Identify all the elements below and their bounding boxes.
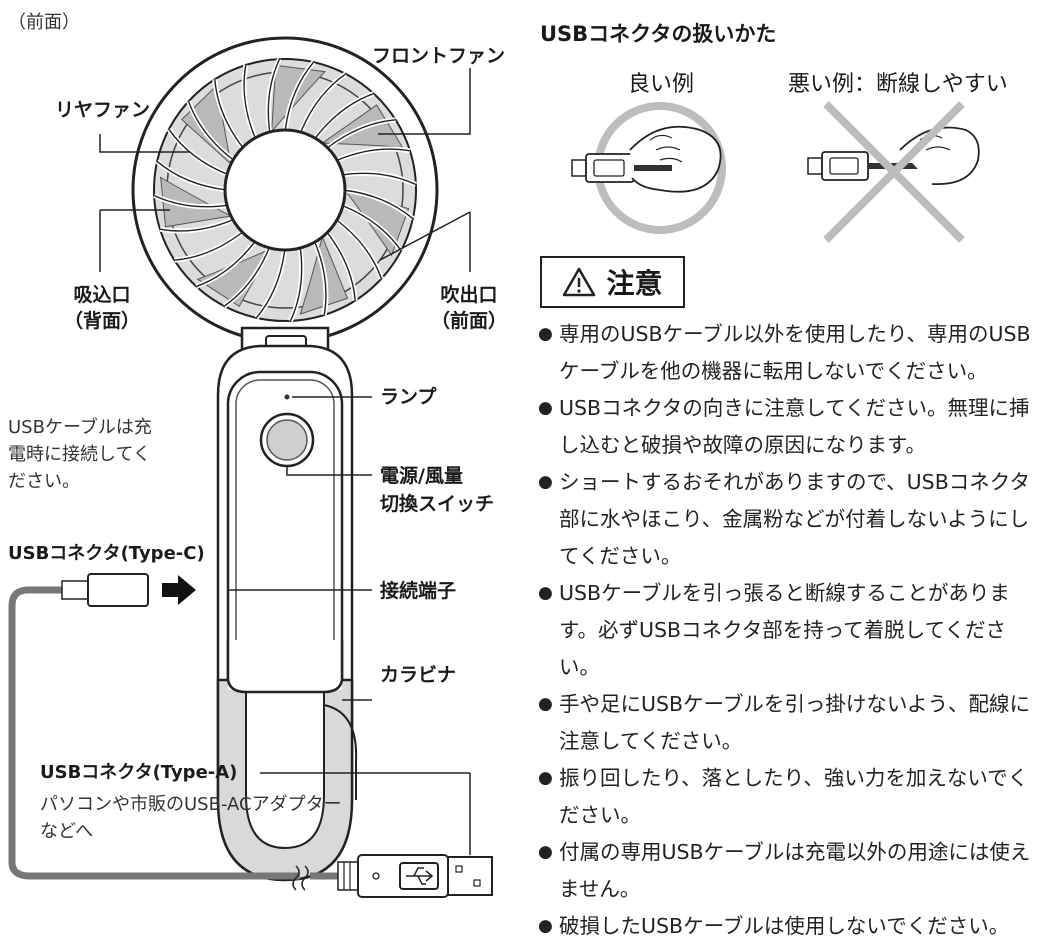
grille-spoke: [342, 189, 414, 220]
caution-item: ショートするおそれがありますので、USBコネクタ部に水やほこり、金属粉などが付着…: [538, 464, 1038, 575]
grille-spoke: [313, 239, 327, 316]
grille-spoke: [187, 101, 236, 162]
fan-diagram: [8, 36, 980, 898]
grille-spoke: [159, 218, 236, 232]
grille-spoke: [168, 128, 230, 176]
caution-item: 手や足にUSBケーブルを引っ掛けないよう、配線に注意してください。: [538, 686, 1038, 760]
grille-spoke: [284, 61, 315, 133]
grille-spoke: [174, 230, 245, 261]
fan-head: [131, 36, 439, 344]
caution-item: 振り回したり、落としたり、強い力を加えないでください。: [538, 760, 1038, 834]
grille-spoke: [223, 245, 271, 307]
grille-spoke: [325, 119, 396, 150]
fan-blade: [196, 247, 273, 308]
grille-spoke: [313, 92, 374, 141]
grille-spoke: [255, 247, 286, 319]
grille-spoke: [196, 239, 257, 288]
type-a-note-line: などへ: [40, 821, 94, 842]
front-fan-label: フロントファン: [372, 45, 506, 67]
charging-note-line: ださい。: [8, 471, 80, 492]
arrow-right-icon: [162, 575, 196, 605]
caution-item: USBコネクタの向きに注意してください。無理に挿し込むと破損や故障の原因になりま…: [538, 390, 1038, 464]
grille-spoke: [214, 79, 245, 150]
terminal-label: 接続端子: [380, 580, 457, 602]
rear-fan-label: リヤファン: [55, 99, 151, 121]
carabiner-shape: [216, 640, 358, 882]
charging-note-line: 電時に接続してく: [8, 444, 151, 465]
outlet-label-line1: 吹出口: [440, 284, 498, 306]
intake-label: 吸込口 （背面）: [62, 282, 142, 334]
leader-lines: [99, 68, 471, 855]
grille-spoke: [243, 64, 257, 141]
caution-item: USBケーブルを引っ張ると断線することがあります。必ずUSBコネクタ部を持って着…: [538, 575, 1038, 686]
type-a-note: パソコンや市販のUSB-ACアダプター などへ: [40, 791, 400, 845]
lamp-label: ランプ: [380, 386, 437, 408]
fan-grille: [153, 58, 417, 322]
type-a-connector: [337, 854, 493, 898]
grille-spoke: [299, 73, 347, 135]
intake-label-line1: 吸込口: [73, 284, 131, 306]
fan-blade: [160, 176, 233, 228]
grille-spoke: [289, 245, 303, 322]
warning-triangle-icon: [563, 267, 596, 297]
front-label: （前面）: [8, 12, 80, 33]
caution-item: 付属の専用USBケーブルは充電以外の用途には使えません。: [538, 834, 1038, 908]
caution-item: 専用のUSBケーブル以外を使用したり、専用のUSBケーブルを他の機器に転用しない…: [538, 316, 1038, 390]
caution-title: 注意: [606, 267, 663, 300]
caution-item: 破損したUSBケーブルは使用しないでください。: [538, 908, 1038, 945]
bad-example-label: 悪い例：断線しやすい: [788, 72, 1008, 97]
carabiner-label: カラビナ: [380, 664, 457, 686]
lamp-dot: [284, 394, 290, 400]
usb-cable: [8, 586, 338, 891]
type-a-note-line: パソコンや市販のUSB-ACアダプター: [40, 794, 342, 815]
type-c-connector: [61, 573, 149, 607]
grille-spoke: [340, 172, 417, 186]
bad-example-illustration: [807, 101, 980, 243]
good-example-label: 良い例: [628, 72, 695, 97]
caution-list: 専用のUSBケーブル以外を使用したり、専用のUSBケーブルを他の機器に転用しない…: [538, 316, 1038, 945]
charging-note-line: USBケーブルは充: [8, 417, 152, 438]
grille-spoke: [267, 58, 281, 135]
grille-spoke: [340, 204, 402, 252]
fan-blade: [271, 64, 327, 133]
charging-note: USBケーブルは充 電時に接続してく ださい。: [8, 414, 208, 495]
grille-spoke: [334, 148, 411, 162]
caution-header: 注意: [540, 256, 685, 308]
grille-spoke: [334, 218, 383, 279]
power-switch-label-line1: 電源/風量: [380, 465, 463, 487]
intake-label-line2: （背面）: [63, 310, 140, 332]
power-switch-label-line2: 切換スイッチ: [380, 493, 495, 515]
outlet-label: 吹出口 （前面）: [424, 282, 514, 334]
grille-spoke: [156, 160, 228, 191]
outlet-label-line2: （前面）: [430, 310, 507, 332]
power-switch-label: 電源/風量 切換スイッチ: [380, 462, 494, 518]
grille-spoke: [325, 230, 356, 301]
good-example-illustration: [571, 102, 726, 234]
grille-spoke: [153, 194, 230, 208]
type-a-label: USBコネクタ(Type-A): [40, 762, 238, 783]
usb-handling-title: USBコネクタの扱いかた: [540, 22, 777, 46]
type-c-label: USBコネクタ(Type-C): [8, 543, 205, 564]
